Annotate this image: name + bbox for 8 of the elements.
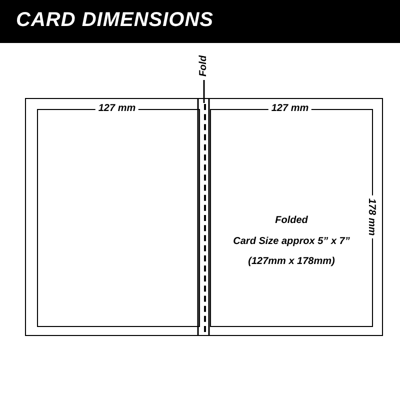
leader-line	[203, 80, 205, 103]
card-size-text: Card Size approx 5” x 7”	[232, 236, 351, 247]
title: CARD DIMENSIONS	[16, 8, 214, 32]
fold-line	[204, 104, 206, 332]
card-size-text: Folded	[274, 215, 309, 226]
fold-label: Fold	[198, 55, 210, 77]
card-size-text: (127mm x 178mm)	[247, 256, 336, 267]
card-panel	[37, 109, 200, 327]
